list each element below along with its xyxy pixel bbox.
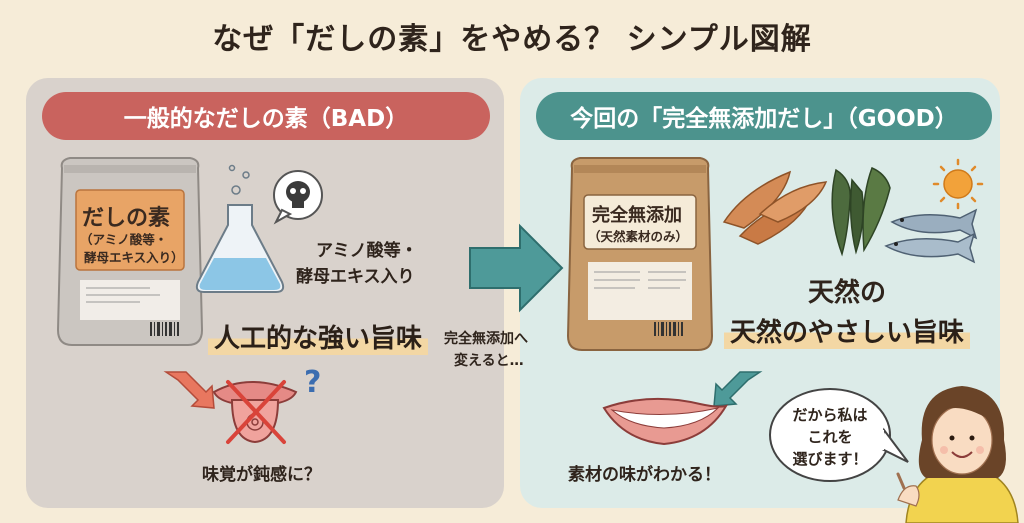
sun-icon — [932, 158, 984, 210]
right-arrow-icon — [469, 223, 564, 313]
bad-package-sub2: 酵母エキス入り） — [84, 250, 184, 265]
sardine-icon — [884, 208, 978, 264]
transition-line1: 完全無添加へ — [444, 331, 528, 347]
bad-ingredients-line2: 酵母エキス入り — [296, 267, 415, 287]
lips-icon — [602, 397, 729, 446]
good-banner: 今回の「完全無添加だし」（GOOD） — [536, 92, 992, 140]
good-package-sub: （天然素材のみ） — [588, 229, 689, 244]
speech-line2: これを — [807, 428, 853, 446]
page-title: なぜ「だしの素」をやめる？ シンプル図解 — [212, 22, 812, 57]
good-effect-label: 素材の味がわかる！ — [568, 465, 721, 485]
bad-result-label: 人工的な強い旨味 — [208, 318, 429, 355]
bonito-icon — [722, 170, 828, 245]
good-package-icon — [566, 157, 714, 351]
speech-line3: 選びます！ — [792, 450, 868, 468]
good-package-title: 完全無添加 — [592, 205, 682, 226]
good-result-label: 天然のやさしい旨味 — [724, 312, 971, 349]
question-mark-icon: ? — [304, 365, 321, 400]
speech-bubble-icon — [769, 388, 909, 482]
speech-line1: だから私は — [792, 406, 868, 424]
good-natural-label: 天然の — [808, 278, 887, 308]
bad-banner: 一般的なだしの素（BAD） — [42, 92, 490, 140]
down-left-arrow-icon — [713, 371, 763, 407]
bad-package-icon — [56, 157, 204, 346]
svg-text:?: ? — [304, 365, 321, 400]
skull-icon — [273, 170, 323, 225]
speech-bubble-text: だから私は これを 選びます！ — [776, 404, 884, 470]
tongue-icon — [212, 380, 298, 444]
bad-ingredients-line1: アミノ酸等・ — [316, 241, 418, 261]
bad-effect-label: 味覚が鈍感に？ — [202, 465, 321, 485]
kelp-icon — [831, 167, 891, 257]
bad-package-title: だしの素 — [82, 206, 171, 231]
flask-icon — [195, 164, 285, 293]
woman-avatar-icon — [896, 386, 1019, 523]
bad-package-sub1: （アミノ酸等・ — [80, 232, 168, 247]
down-arrow-icon — [163, 371, 215, 409]
transition-line2: 変えると… — [454, 353, 524, 369]
